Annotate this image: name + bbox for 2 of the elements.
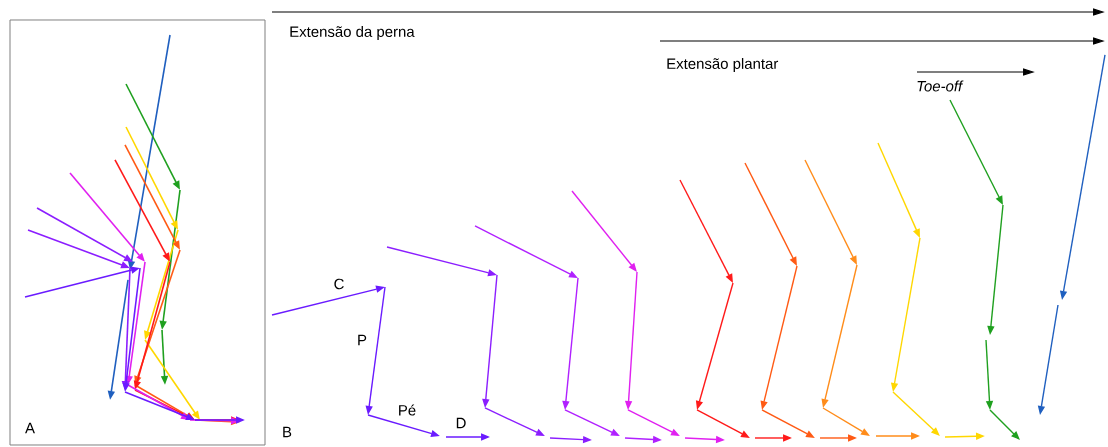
phase-label: Extensão da perna <box>290 26 415 40</box>
panel-letter: A <box>25 422 35 434</box>
